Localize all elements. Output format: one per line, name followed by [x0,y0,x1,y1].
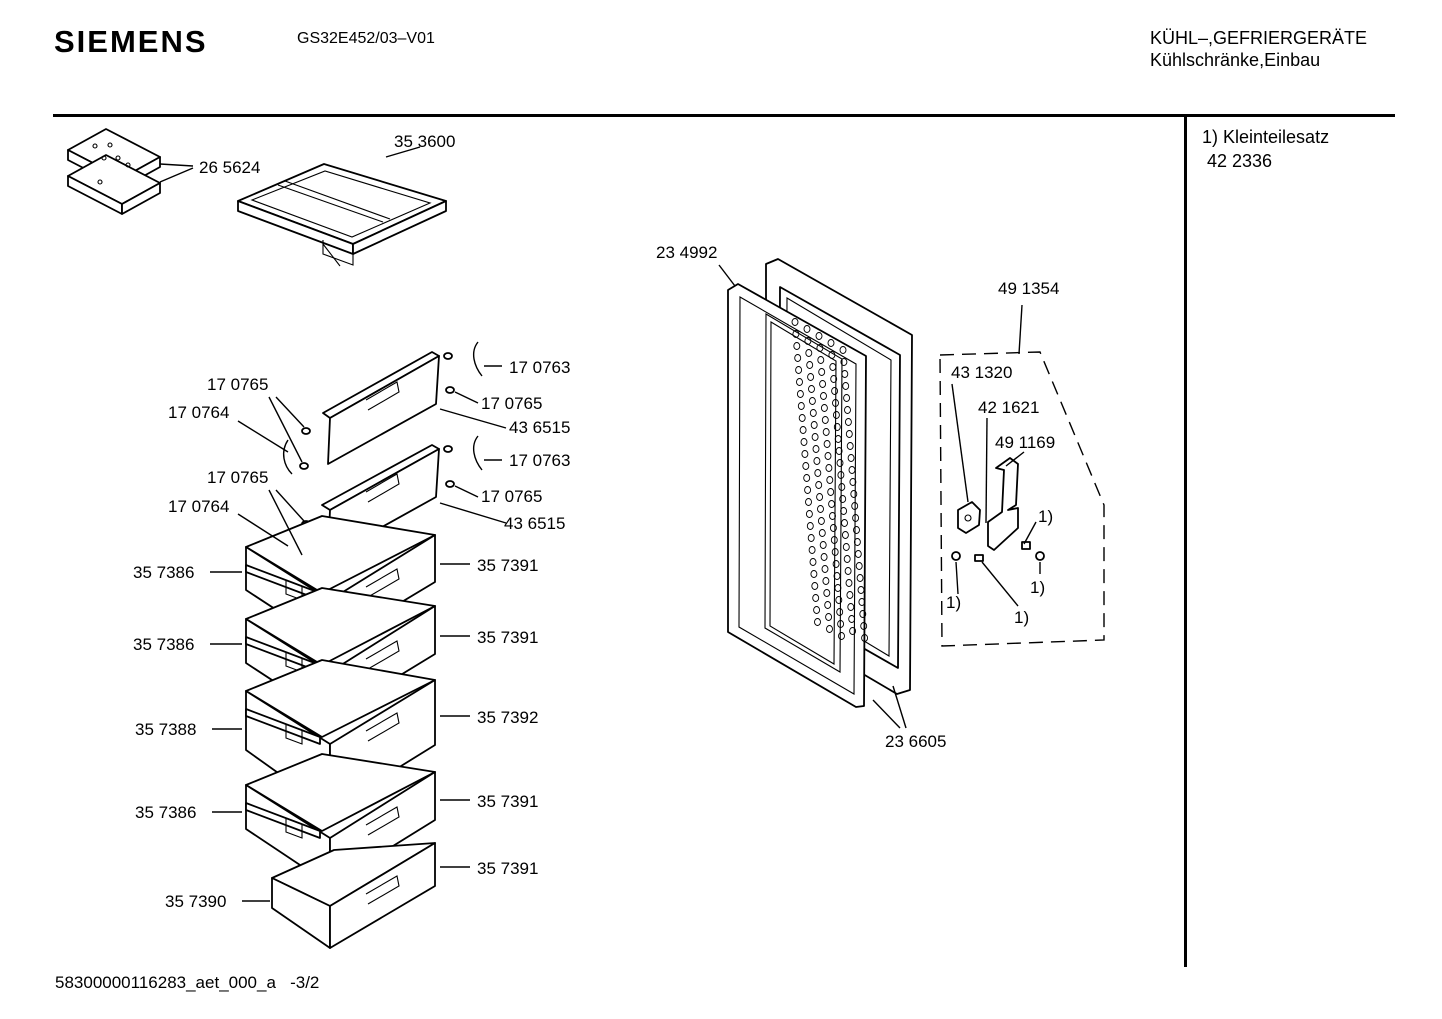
note-small-parts-kit-number: 42 2336 [1207,151,1273,171]
label-35-7391-b: 35 7391 [477,628,538,647]
note-small-parts-kit: 1) Kleinteilesatz [1202,127,1330,147]
label-35-7391-c: 35 7391 [477,792,538,811]
label-17-0765-d: 17 0765 [481,487,542,506]
label-43-6515-b: 43 6515 [504,514,565,533]
drawer-stack-drawing [245,515,436,949]
category-subtitle: Kühlschränke,Einbau [1150,50,1321,70]
label-17-0763-a: 17 0763 [509,358,570,377]
part-labels: 26 5624 35 3600 17 0765 17 0764 17 0763 … [133,132,1059,911]
label-17-0765-c: 17 0765 [207,468,268,487]
page-number: -3/2 [290,973,320,992]
door-dimple-grid [791,318,869,642]
hinge-assembly-box [939,351,1105,647]
label-35-7386-b: 35 7386 [133,635,194,654]
hinge-parts-drawing [951,457,1045,562]
brand-logo: SIEMENS [54,24,208,59]
label-17-0765-a: 17 0765 [207,375,268,394]
label-kit-ref-d: 1) [1014,608,1029,627]
hinge-block-pair-drawing [67,128,161,215]
label-17-0764-b: 17 0764 [168,497,229,516]
label-17-0764-a: 17 0764 [168,403,229,422]
label-35-7386-c: 35 7386 [135,803,196,822]
label-kit-ref-b: 1) [1030,578,1045,597]
label-49-1169: 49 1169 [995,433,1055,452]
label-35-7391-a: 35 7391 [477,556,538,575]
label-35-7391-d: 35 7391 [477,859,538,878]
label-23-4992: 23 4992 [656,243,717,262]
label-23-6605: 23 6605 [885,732,946,751]
label-35-7390: 35 7390 [165,892,226,911]
label-kit-ref-a: 1) [1038,507,1053,526]
label-17-0765-b: 17 0765 [481,394,542,413]
category-title: KÜHL–,GEFRIERGERÄTE [1150,28,1368,48]
label-35-7386-a: 35 7386 [133,563,194,582]
label-43-1320: 43 1320 [951,363,1012,382]
label-43-6515-a: 43 6515 [509,418,570,437]
label-17-0763-b: 17 0763 [509,451,570,470]
doc-id: 58300000116283_aet_000_a [55,973,276,992]
model-number: GS32E452/03–V01 [297,30,435,47]
label-35-7388: 35 7388 [135,720,196,739]
notes-divider [1184,117,1187,967]
footer-doc-id: 58300000116283_aet_000_a -3/2 [55,973,319,993]
header-divider [53,114,1395,117]
label-26-5624: 26 5624 [199,158,260,177]
leader-lines [159,146,1041,902]
label-35-7392: 35 7392 [477,708,538,727]
label-42-1621: 42 1621 [978,398,1039,417]
label-35-3600: 35 3600 [394,132,455,151]
freezer-tray-drawing [237,163,447,267]
label-kit-ref-c: 1) [946,593,961,612]
drawer-flap-upper-drawing [322,351,440,465]
door-assembly-drawing [727,258,913,708]
label-49-1354: 49 1354 [998,279,1059,298]
